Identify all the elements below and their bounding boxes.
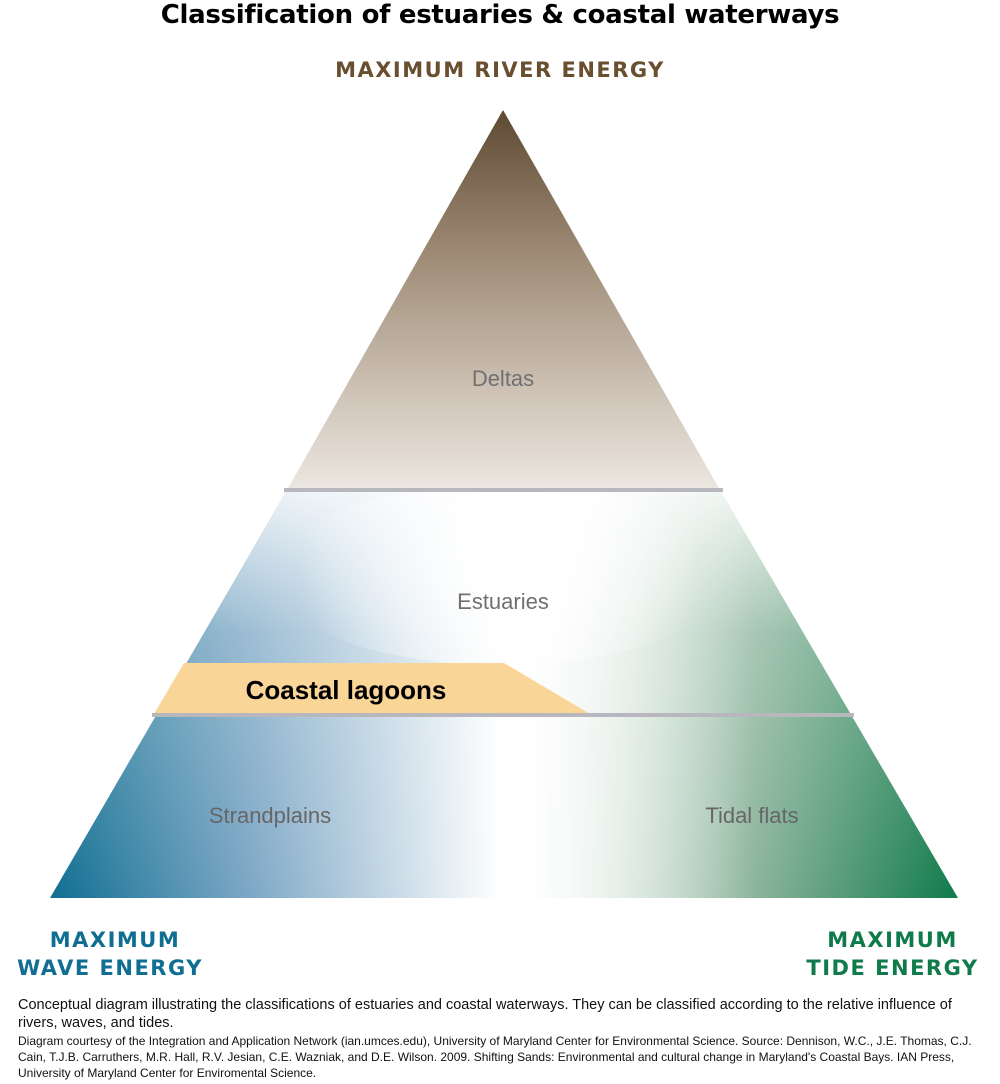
coastal-lagoons-label: Coastal lagoons [246, 675, 447, 705]
coastal-lagoons-band [154, 663, 590, 714]
caption: Conceptual diagram illustrating the clas… [18, 996, 993, 1081]
caption-main: Conceptual diagram illustrating the clas… [18, 997, 952, 1031]
deltas-label: Deltas [472, 366, 534, 391]
wave-energy-line2: WAVE ENERGY [17, 956, 203, 980]
diagram-title: Classification of estuaries & coastal wa… [160, 0, 840, 30]
tidal-flats-label: Tidal flats [705, 803, 798, 828]
tide-energy-line1: MAXIMUM [827, 928, 958, 952]
caption-credit: Diagram courtesy of the Integration and … [18, 1034, 972, 1080]
strandplains-label: Strandplains [209, 803, 331, 828]
tide-energy-label: MAXIMUM TIDE ENERGY [785, 926, 1000, 982]
deltas-region [287, 110, 720, 490]
wave-energy-line1: MAXIMUM [49, 928, 181, 952]
tide-energy-line2: TIDE ENERGY [806, 956, 979, 980]
estuaries-label: Estuaries [457, 589, 549, 614]
river-energy-label: MAXIMUM RIVER ENERGY [335, 58, 665, 82]
wave-energy-label: MAXIMUM WAVE ENERGY [0, 926, 220, 982]
